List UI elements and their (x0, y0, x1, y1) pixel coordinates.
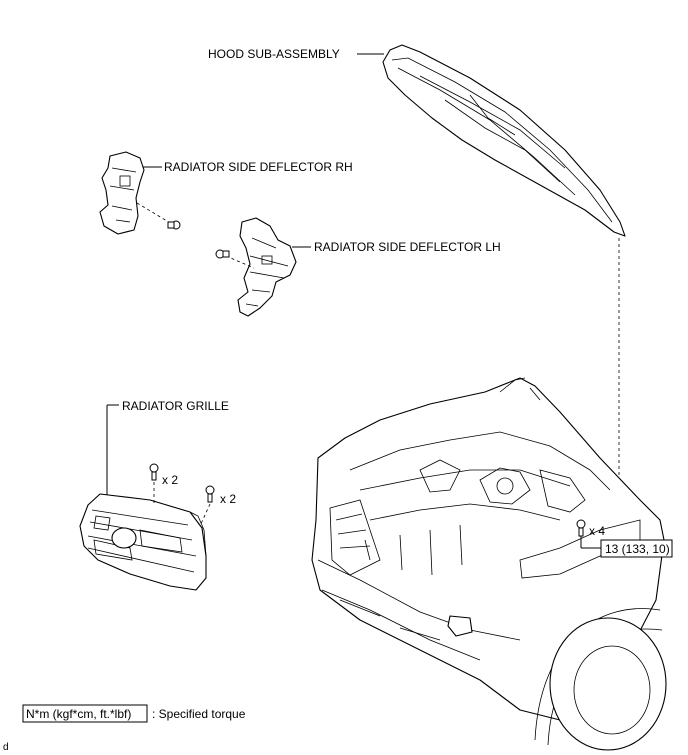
radiator-grille (79, 493, 207, 591)
deflector-lh-label: RADIATOR SIDE DEFLECTOR LH (314, 240, 501, 254)
hood-sub-assembly (382, 44, 626, 237)
footer-code: d (3, 742, 9, 753)
grille-upper-qty: x 2 (162, 473, 178, 487)
torque-value: 13 (133, 10) (605, 542, 670, 556)
grille-side-clip (205, 485, 215, 503)
deflector-rh-clip-line (136, 202, 173, 225)
front-tire (549, 617, 667, 751)
grille-side-qty: x 2 (220, 492, 236, 506)
deflector-lh-clip (215, 249, 230, 259)
radiator-side-deflector-rh (99, 151, 145, 235)
legend-box-text: N*m (kgf*cm, ft.*lbf) (26, 707, 131, 721)
hood-label: HOOD SUB-ASSEMBLY (208, 47, 340, 61)
grille-label: RADIATOR GRILLE (122, 399, 229, 413)
grille-side-clip-line (199, 503, 211, 527)
deflector-lh-clip-line (225, 255, 255, 269)
legend-description: : Specified torque (152, 707, 246, 721)
torque-value-box (600, 539, 673, 558)
radiator-side-deflector-lh (237, 217, 297, 317)
grille-upper-clip (149, 463, 159, 481)
vehicle-front-body (311, 377, 667, 751)
deflector-rh-label: RADIATOR SIDE DEFLECTOR RH (164, 160, 353, 174)
deflector-rh-clip (167, 220, 181, 230)
hood-bolt-qty: x 4 (589, 524, 605, 538)
legend-torque-box (22, 704, 148, 723)
